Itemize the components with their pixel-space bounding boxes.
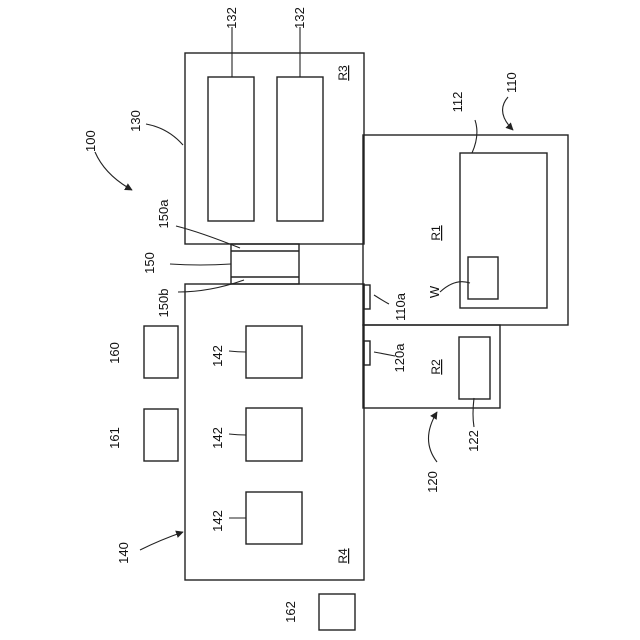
label-130: 130: [128, 110, 143, 132]
label-100: 100: [83, 130, 98, 152]
label-142-middle: 142: [210, 427, 225, 449]
label-142-top: 142: [210, 345, 225, 367]
label-150b: 150b: [156, 289, 171, 318]
component-122-box: [459, 337, 490, 399]
label-160: 160: [107, 342, 122, 364]
label-workpiece-w: W: [427, 285, 442, 298]
label-161: 161: [107, 427, 122, 449]
unit-160-box: [144, 326, 178, 378]
component-132-right-box: [277, 77, 323, 221]
label-120: 120: [425, 471, 440, 493]
leader-122: [473, 398, 474, 427]
region-r3-label: R3: [336, 65, 350, 81]
label-150a: 150a: [156, 199, 171, 229]
port-110a-box: [364, 285, 370, 309]
arrow-140: [140, 532, 183, 550]
component-142-middle-box: [246, 408, 302, 461]
label-150: 150: [142, 252, 157, 274]
component-142-bottom-box: [246, 492, 302, 544]
leader-110a: [374, 295, 389, 304]
unit-162-box: [319, 594, 355, 630]
label-142-bottom: 142: [210, 510, 225, 532]
unit-161-box: [144, 409, 178, 461]
leader-142-middle: [229, 434, 246, 435]
region-r1-label: R1: [429, 225, 443, 241]
arrow-110: [503, 97, 513, 130]
region-r2-label: R2: [429, 359, 443, 375]
port-120a-box: [364, 341, 370, 365]
label-132-right: 132: [292, 7, 307, 29]
label-112: 112: [450, 92, 465, 113]
label-110: 110: [504, 72, 519, 93]
leader-130: [146, 124, 183, 145]
leader-142-top: [229, 351, 246, 352]
component-142-top-box: [246, 326, 302, 378]
leader-112: [472, 120, 477, 153]
component-132-left-box: [208, 77, 254, 221]
label-110a: 110a: [393, 292, 408, 321]
region-r4-label: R4: [336, 548, 350, 564]
label-132-left: 132: [224, 7, 239, 29]
label-140: 140: [116, 542, 131, 564]
unit-150-box: [231, 244, 299, 284]
component-112-box: [460, 153, 547, 308]
leader-150: [170, 264, 231, 265]
workpiece-w-box: [468, 257, 498, 299]
label-120a: 120a: [392, 343, 407, 373]
arrow-120: [429, 412, 438, 462]
leader-150b: [178, 280, 244, 292]
arrow-100: [95, 152, 132, 190]
label-162: 162: [283, 601, 298, 623]
label-122: 122: [466, 430, 481, 452]
leader-w: [440, 282, 470, 292]
